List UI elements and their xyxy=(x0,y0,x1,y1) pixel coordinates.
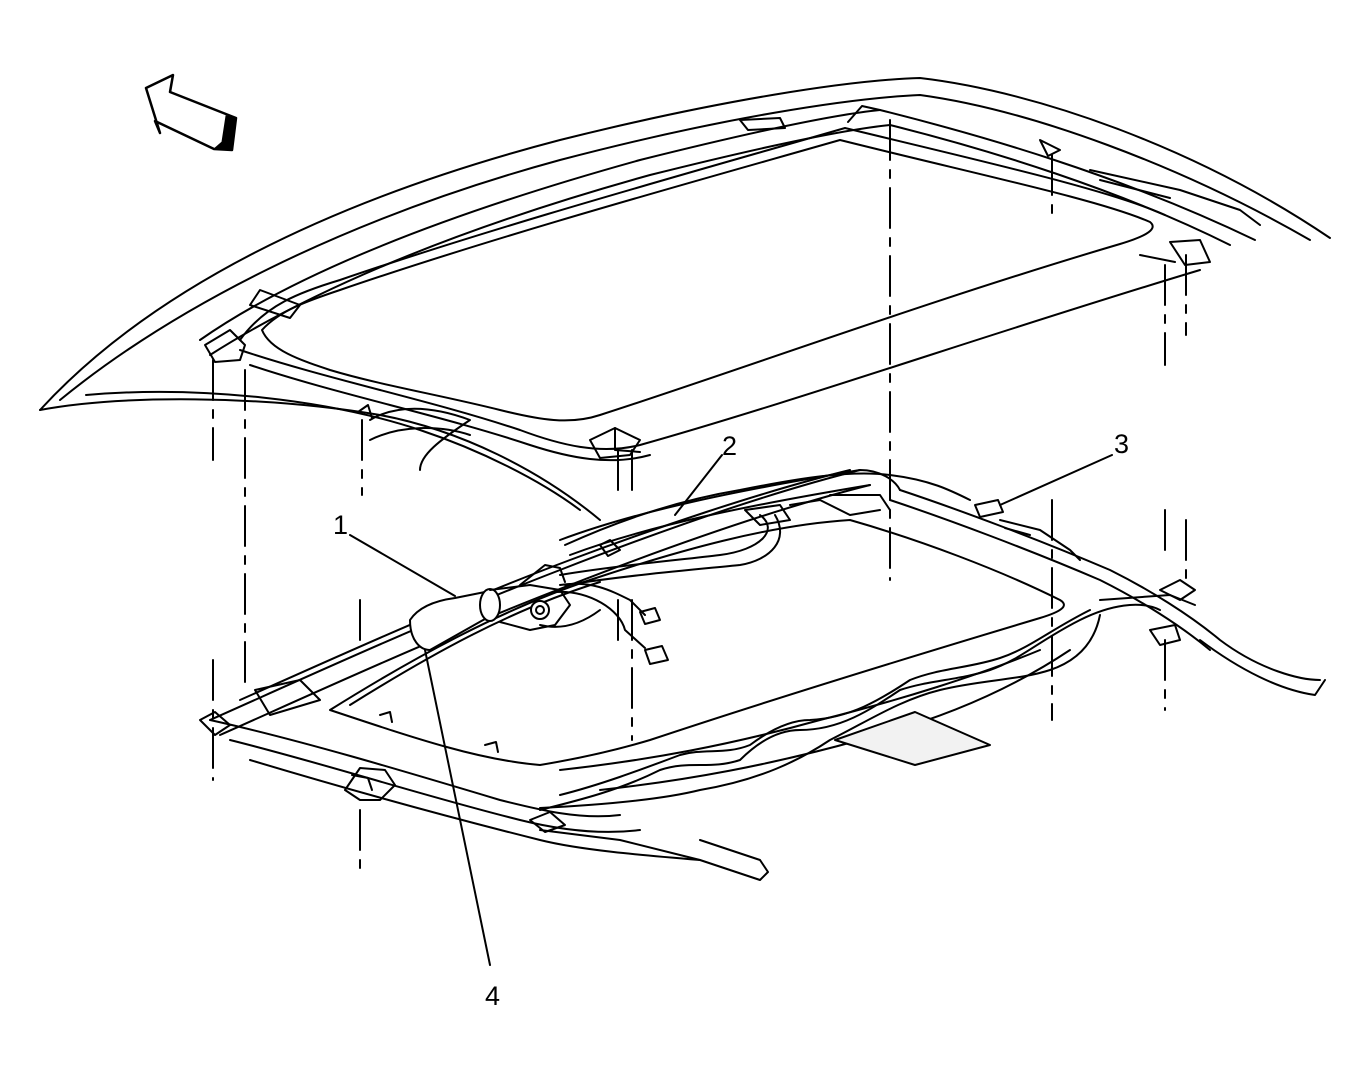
front-direction-arrow-icon xyxy=(144,73,238,152)
callout-leaders xyxy=(349,454,1113,966)
alignment-lines xyxy=(212,119,1187,871)
callout-1: 1 xyxy=(333,510,348,540)
callout-2: 2 xyxy=(722,431,737,461)
callout-3: 3 xyxy=(1114,429,1129,459)
sunroof-bracket xyxy=(974,499,1081,561)
sunroof-frame xyxy=(199,469,1326,881)
callout-4: 4 xyxy=(485,981,500,1011)
sunroof-motor-assembly xyxy=(409,469,971,665)
